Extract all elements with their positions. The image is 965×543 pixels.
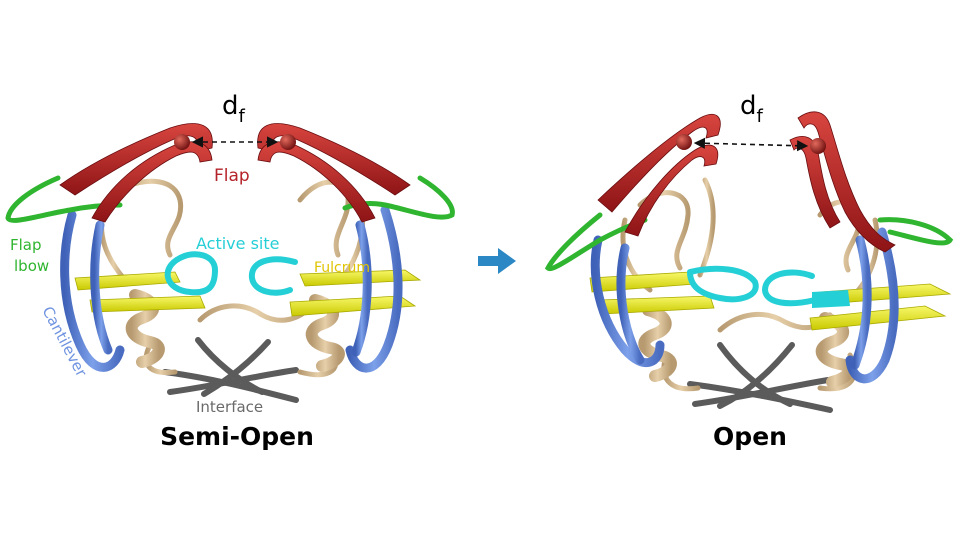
flap-label: Flap [214, 166, 250, 186]
fulcrum-sheets-left [74, 269, 422, 317]
interface-strands [687, 342, 833, 413]
active-site-segment [812, 290, 850, 308]
distance-label: df [740, 91, 764, 127]
flap-elbow-label-line2: lbow [14, 257, 49, 275]
active-site-loops-left [164, 251, 298, 296]
flap-tip-atom [810, 138, 826, 154]
active-site-label: Active site [196, 234, 279, 253]
flaps-left [59, 123, 411, 223]
flap-elbows-right [544, 212, 954, 271]
distance-sub: f [757, 106, 764, 127]
interface-label: Interface [196, 398, 263, 416]
active-site-loops-right [687, 265, 818, 307]
semi-open-title: Semi-Open [160, 422, 314, 451]
cantilever-strands-right [590, 227, 899, 384]
distance-label: df [222, 91, 246, 127]
flap-tip-atom [676, 134, 692, 150]
semi-open-structure [5, 123, 455, 403]
fulcrum-label: Fulcrum [314, 260, 370, 276]
cantilever-strands-left [60, 205, 403, 373]
distance-arrow [693, 137, 809, 152]
flap-tip-atom [280, 134, 296, 150]
flap-tip-atom [174, 134, 190, 150]
fulcrum-sheets-right [589, 271, 952, 331]
distance-sub: f [239, 106, 246, 127]
open-structure [544, 111, 954, 413]
open-title: Open [713, 422, 787, 451]
interface-strands [162, 337, 299, 403]
arrow-right-icon [478, 248, 516, 274]
flap-elbow-label-line1: Flap [10, 236, 42, 254]
flaps-right [597, 111, 896, 253]
helices [638, 304, 855, 388]
distance-main: d [740, 91, 757, 121]
distance-main: d [222, 91, 239, 121]
